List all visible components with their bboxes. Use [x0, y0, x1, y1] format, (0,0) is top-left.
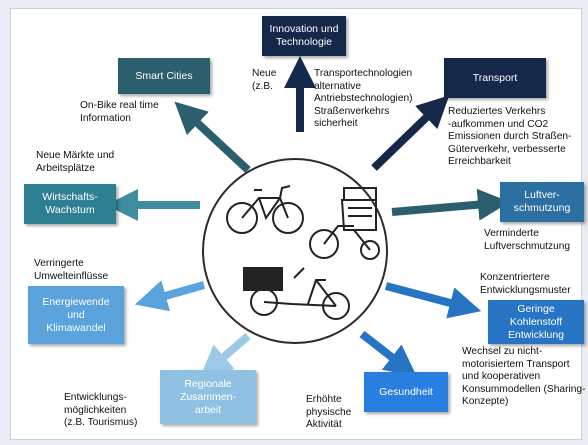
- box-innovation: Innovation und Technologie: [262, 16, 346, 56]
- arrow-smart-cities: [174, 101, 251, 173]
- box-energie: Energiewende und Klimawandel: [28, 286, 124, 344]
- caption-kohlenstoff: Konzentriertere Entwicklungsmuster: [480, 272, 571, 296]
- cycle-rickshaw-icon: [309, 187, 380, 260]
- box-regionale: Regionale Zusammen- arbeit: [160, 370, 256, 424]
- box-transport: Transport: [444, 58, 546, 98]
- box-smart-cities: Smart Cities: [118, 58, 210, 94]
- bike-illustration: [226, 185, 380, 320]
- bike-circle: [202, 158, 388, 344]
- caption-innovation-left: Neue (z.B.: [252, 68, 277, 92]
- box-gesundheit: Gesundheit: [364, 372, 448, 412]
- arrow-gesundheit: [359, 330, 417, 377]
- arrow-regionale: [199, 332, 251, 378]
- box-kohlenstoff: Geringe Kohlenstoff Entwicklung: [488, 300, 584, 344]
- caption-innovation-right: Transportechnologien alternative Antrieb…: [314, 68, 413, 130]
- box-luft: Luftver- schmutzung: [500, 182, 584, 222]
- cargo-bike-icon: [243, 267, 350, 320]
- caption-wirtschaft: Neue Märkte und Arbeitsplätze: [36, 150, 115, 174]
- caption-luft: Verminderte Luftverschmutzung: [484, 228, 571, 252]
- caption-smart-cities: On-Bike real time Information: [80, 100, 159, 124]
- caption-gesundheit-right: Wechsel zu nicht- motorisiertem Transpor…: [462, 346, 586, 408]
- box-wirtschaft: Wirtschafts- Wachstum: [24, 184, 116, 224]
- caption-energie: Verringerte Umwelteinflüsse: [34, 258, 109, 282]
- arrow-kohlenstoff: [384, 282, 482, 319]
- arrow-energie: [134, 280, 206, 312]
- caption-gesundheit-left: Erhöhte physische Aktivität: [306, 394, 352, 431]
- arrow-luft: [391, 188, 510, 221]
- caption-transport: Reduziertes Verkehrs -aufkommen und CO2 …: [448, 106, 572, 168]
- caption-regionale: Entwicklungs- möglichkeiten (z.B. Touris…: [64, 392, 138, 429]
- arrow-transport: [371, 95, 450, 171]
- city-bike-icon: [226, 185, 304, 234]
